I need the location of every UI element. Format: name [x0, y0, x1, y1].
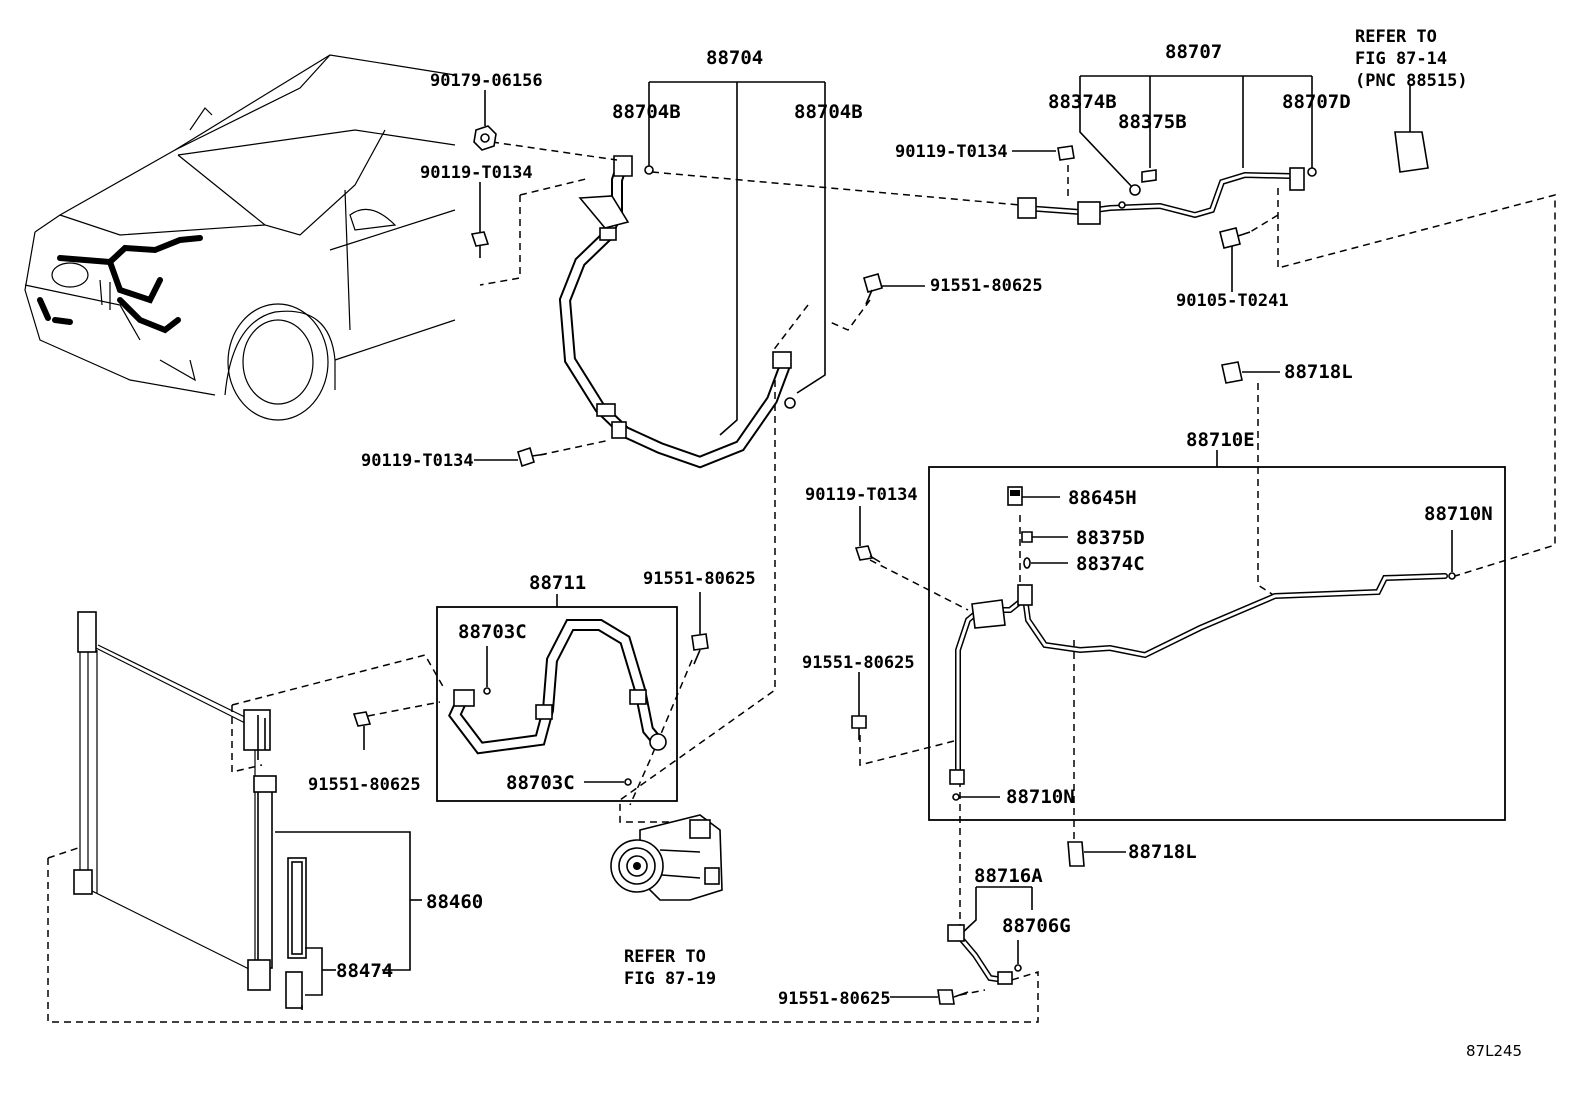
label-88710e: 88710E: [1186, 429, 1255, 451]
label-88704b-left: 88704B: [612, 101, 681, 123]
ref-fig-87-19-line2: FIG 87-19: [624, 969, 716, 989]
label-88718l-lower: 88718L: [1128, 841, 1197, 863]
dashed-leaders: [47, 141, 1556, 1023]
label-90119-t0134-c: 90119-T0134: [361, 451, 474, 471]
label-88707d: 88707D: [1282, 91, 1351, 113]
label-88645h: 88645H: [1068, 487, 1137, 509]
label-88703c-upper: 88703C: [458, 621, 527, 643]
label-91551-80625-d: 91551-80625: [308, 775, 421, 795]
label-91551-80625-b: 91551-80625: [643, 569, 756, 589]
label-90119-t0134-d: 90119-T0134: [805, 485, 918, 505]
ref-fig-87-14-line1: REFER TO: [1355, 27, 1437, 47]
diagram-code: 87L245: [1466, 1042, 1522, 1060]
vehicle-illustration: [24, 54, 456, 421]
suction-hose-88711: [436, 594, 678, 802]
reference-notes: REFER TO FIG 87-14 (PNC 88515) REFER TO …: [624, 27, 1468, 989]
label-91551-80625-a: 91551-80625: [930, 276, 1043, 296]
label-88375d: 88375D: [1076, 527, 1145, 549]
label-88710n-right: 88710N: [1424, 503, 1493, 525]
label-91551-80625-c: 91551-80625: [802, 653, 915, 673]
pipe-assembly-88710e: [928, 450, 1506, 821]
label-88716a: 88716A: [974, 865, 1043, 887]
pipe-88707: [1017, 75, 1429, 292]
fitting-88716a: [947, 886, 1033, 985]
label-90119-t0134-b: 90119-T0134: [895, 142, 1008, 162]
label-88706g: 88706G: [1002, 915, 1071, 937]
ref-fig-87-19-line1: REFER TO: [624, 947, 706, 967]
part-labels: 88704 88704B 88704B 88707 88374B 88375B …: [308, 41, 1493, 1009]
discharge-hose-88704: [558, 81, 826, 469]
ref-fig-87-14-line2: FIG 87-14: [1355, 49, 1447, 69]
label-91551-80625-e: 91551-80625: [778, 989, 891, 1009]
label-90119-t0134-a: 90119-T0134: [420, 163, 533, 183]
label-88374b: 88374B: [1048, 91, 1117, 113]
label-88460: 88460: [426, 891, 483, 913]
label-90179-06156: 90179-06156: [430, 71, 543, 91]
label-88711: 88711: [529, 572, 586, 594]
label-88375b: 88375B: [1118, 111, 1187, 133]
label-88703c-lower: 88703C: [506, 772, 575, 794]
fasteners: [352, 90, 1280, 1005]
label-88718l-upper: 88718L: [1284, 361, 1353, 383]
label-88704b-right: 88704B: [794, 101, 863, 123]
label-88374c: 88374C: [1076, 553, 1145, 575]
condenser: [73, 611, 422, 1010]
compressor: [610, 814, 723, 901]
label-88474: 88474: [336, 960, 393, 982]
label-88704: 88704: [706, 47, 763, 69]
ref-fig-87-14-line3: (PNC 88515): [1355, 71, 1468, 91]
label-90105-t0241: 90105-T0241: [1176, 291, 1289, 311]
label-88707: 88707: [1165, 41, 1222, 63]
label-88710n-left: 88710N: [1006, 786, 1075, 808]
